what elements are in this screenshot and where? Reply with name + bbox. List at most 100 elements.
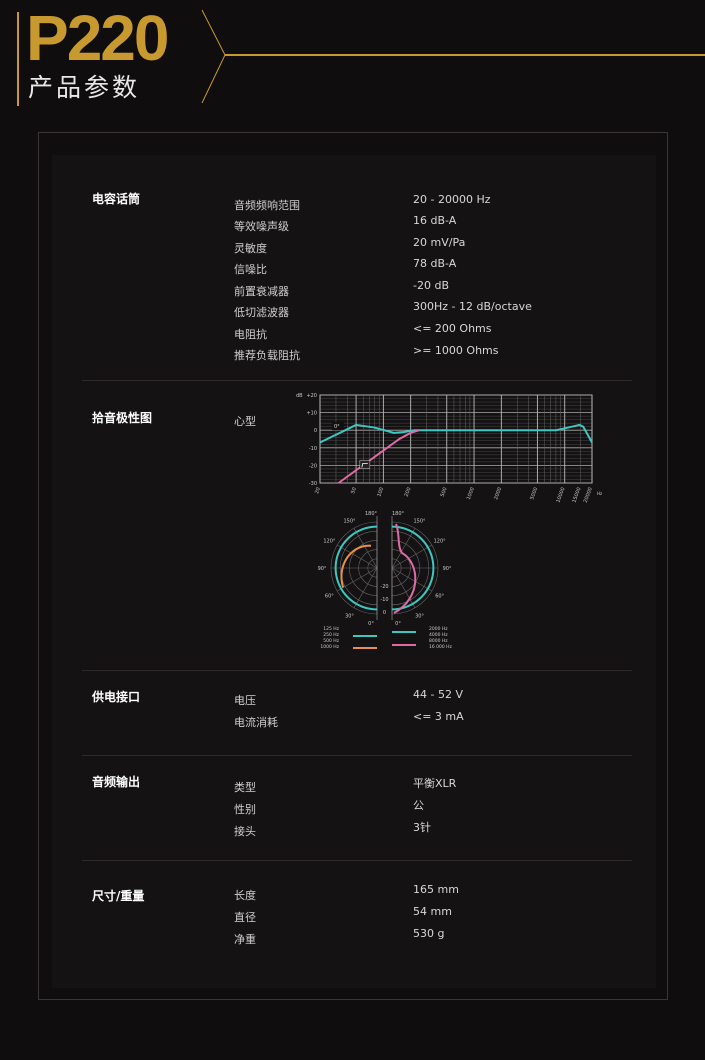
x-tick-label: 500 bbox=[440, 487, 449, 498]
spec-key: 净重 bbox=[234, 933, 256, 946]
low-cut-symbol bbox=[361, 463, 368, 468]
spec-value: 公 bbox=[413, 799, 424, 812]
polar-pattern-chart: 180° 150° 120° 90° 60° 30° 0° 180° 150° 120° 90° 60… bbox=[318, 511, 453, 650]
x-tick-label: 15000 bbox=[571, 487, 582, 504]
section-divider bbox=[82, 380, 632, 381]
spec-value: 20 - 20000 Hz bbox=[413, 193, 491, 206]
polar-angle-label: 90° bbox=[443, 566, 452, 572]
y-tick-label: 0 bbox=[314, 428, 317, 434]
spec-key: 直径 bbox=[234, 911, 256, 924]
x-tick-label: 5000 bbox=[529, 487, 539, 501]
polar-spoke bbox=[337, 544, 378, 569]
polar-angle-label: 30° bbox=[415, 614, 424, 620]
polar-spoke bbox=[391, 567, 432, 592]
x-tick-label: 20000 bbox=[583, 487, 594, 504]
polar-angle-label: 150° bbox=[343, 518, 356, 524]
polar-angle-label: 180° bbox=[365, 511, 378, 517]
title-accent-bar bbox=[17, 12, 19, 106]
y-unit: dB bbox=[296, 393, 303, 399]
section-title: 拾音极性图 bbox=[92, 411, 153, 425]
spec-key: 信噪比 bbox=[234, 263, 267, 276]
polar-angle-label: 60° bbox=[435, 594, 444, 600]
polar-curve-low bbox=[334, 525, 378, 611]
angle-label-bg bbox=[332, 422, 344, 431]
polar-spoke bbox=[391, 528, 416, 569]
polar-spoke bbox=[391, 567, 416, 608]
spec-value: 3针 bbox=[413, 821, 431, 834]
spec-key: 电阻抗 bbox=[234, 328, 267, 341]
spec-key: 推荐负载阻抗 bbox=[234, 349, 300, 362]
spec-key: 心型 bbox=[234, 415, 256, 428]
legend-label: 125 Hz bbox=[323, 626, 339, 632]
x-tick-label: 100 bbox=[376, 487, 385, 498]
polar-curve-1000hz bbox=[340, 544, 372, 588]
polar-angle-label: 120° bbox=[323, 539, 336, 545]
polar-curve-16000hz bbox=[393, 523, 417, 614]
low-cut-icon bbox=[359, 460, 371, 469]
polar-angle-label: 90° bbox=[318, 566, 327, 572]
polar-angle-label: 60° bbox=[325, 594, 334, 600]
spec-value: 16 dB-A bbox=[413, 214, 457, 227]
y-tick-label: -10 bbox=[309, 446, 317, 452]
section-title: 尺寸/重量 bbox=[92, 889, 145, 903]
polar-ring-label: 0 bbox=[383, 610, 386, 616]
polar-spoke bbox=[353, 528, 378, 569]
y-tick-label: +20 bbox=[306, 393, 317, 399]
spec-value: 54 mm bbox=[413, 905, 452, 918]
legend-label: 16 000 Hz bbox=[429, 644, 453, 650]
polar-angle-label: 30° bbox=[345, 614, 354, 620]
spec-value: 20 mV/Pa bbox=[413, 236, 466, 249]
legend-label: 500 Hz bbox=[323, 638, 339, 644]
spec-value: 44 - 52 V bbox=[413, 688, 463, 701]
response-curve bbox=[319, 423, 593, 444]
x-tick-label: 1000 bbox=[466, 487, 476, 501]
x-tick-label: 2000 bbox=[493, 487, 503, 501]
model-title: P220 bbox=[26, 2, 169, 74]
section-divider bbox=[82, 755, 632, 756]
spec-key: 电流消耗 bbox=[234, 716, 278, 729]
chart-frame bbox=[319, 394, 593, 484]
spec-key: 音频频响范围 bbox=[234, 199, 300, 212]
polar-ring-label: -20 bbox=[380, 584, 388, 590]
section-divider bbox=[82, 860, 632, 861]
spec-value: <= 3 mA bbox=[413, 710, 464, 723]
polar-angle-label: 150° bbox=[413, 518, 426, 524]
spec-value: 530 g bbox=[413, 927, 445, 940]
spec-key: 等效噪声级 bbox=[234, 220, 289, 233]
polar-ring-label: -10 bbox=[380, 597, 388, 603]
polar-curve-high bbox=[391, 525, 435, 611]
spec-value: <= 200 Ohms bbox=[413, 322, 492, 335]
polar-angle-label: 0° bbox=[368, 621, 374, 627]
spec-frame bbox=[38, 132, 668, 1000]
section-divider bbox=[82, 670, 632, 671]
spec-value: 平衡XLR bbox=[413, 777, 457, 790]
polar-angle-label: 120° bbox=[434, 539, 447, 545]
angle-label: 0° bbox=[334, 424, 340, 430]
spec-value: 165 mm bbox=[413, 883, 459, 896]
y-tick-label: -30 bbox=[309, 481, 317, 487]
spec-key: 电压 bbox=[234, 694, 256, 707]
x-tick-label: 20 bbox=[314, 487, 322, 495]
spec-key: 低切滤波器 bbox=[234, 306, 289, 319]
legend-label: 1000 Hz bbox=[320, 644, 339, 650]
x-tick-label: 50 bbox=[350, 487, 358, 495]
polar-spoke bbox=[391, 544, 432, 569]
spec-value: >= 1000 Ohms bbox=[413, 344, 499, 357]
spec-key: 前置衰减器 bbox=[234, 285, 289, 298]
spec-key: 接头 bbox=[234, 825, 256, 838]
header-chevron-line bbox=[201, 9, 705, 104]
legend-label: 250 Hz bbox=[323, 632, 339, 638]
spec-panel bbox=[52, 155, 656, 988]
spec-value: -20 dB bbox=[413, 279, 449, 292]
spec-value: 300Hz - 12 dB/octave bbox=[413, 300, 532, 313]
section-title: 电容话筒 bbox=[92, 192, 141, 206]
x-unit: Hz bbox=[597, 491, 602, 496]
spec-key: 灵敏度 bbox=[234, 242, 267, 255]
y-tick-label: -20 bbox=[309, 463, 317, 469]
legend-label: 4000 Hz bbox=[429, 632, 448, 638]
x-tick-label: 10000 bbox=[556, 487, 567, 504]
section-title: 供电接口 bbox=[92, 690, 141, 704]
polar-angle-label: 180° bbox=[392, 511, 405, 517]
polar-angle-label: 0° bbox=[395, 621, 401, 627]
